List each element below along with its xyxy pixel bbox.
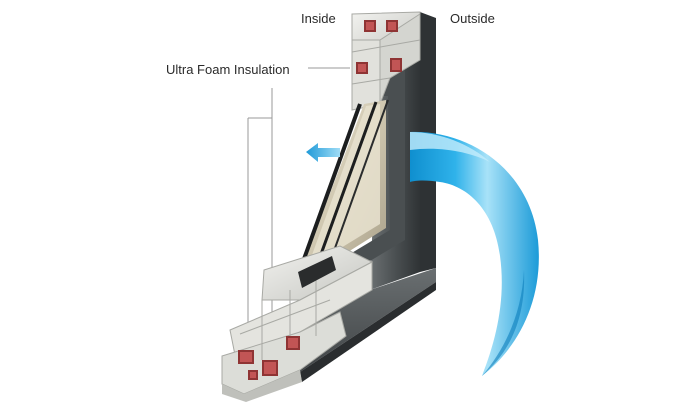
inside-label: Inside [301,11,336,26]
insulated-glass-unit [298,99,389,276]
top-vinyl-profile [351,11,421,111]
heat-reflection-ribbon [410,131,539,376]
outside-label: Outside [450,11,495,26]
arrow-left-icon [306,143,340,162]
bottom-vinyl-profile [221,245,374,402]
ultra-foam-insulation-label: Ultra Foam Insulation [166,62,290,77]
